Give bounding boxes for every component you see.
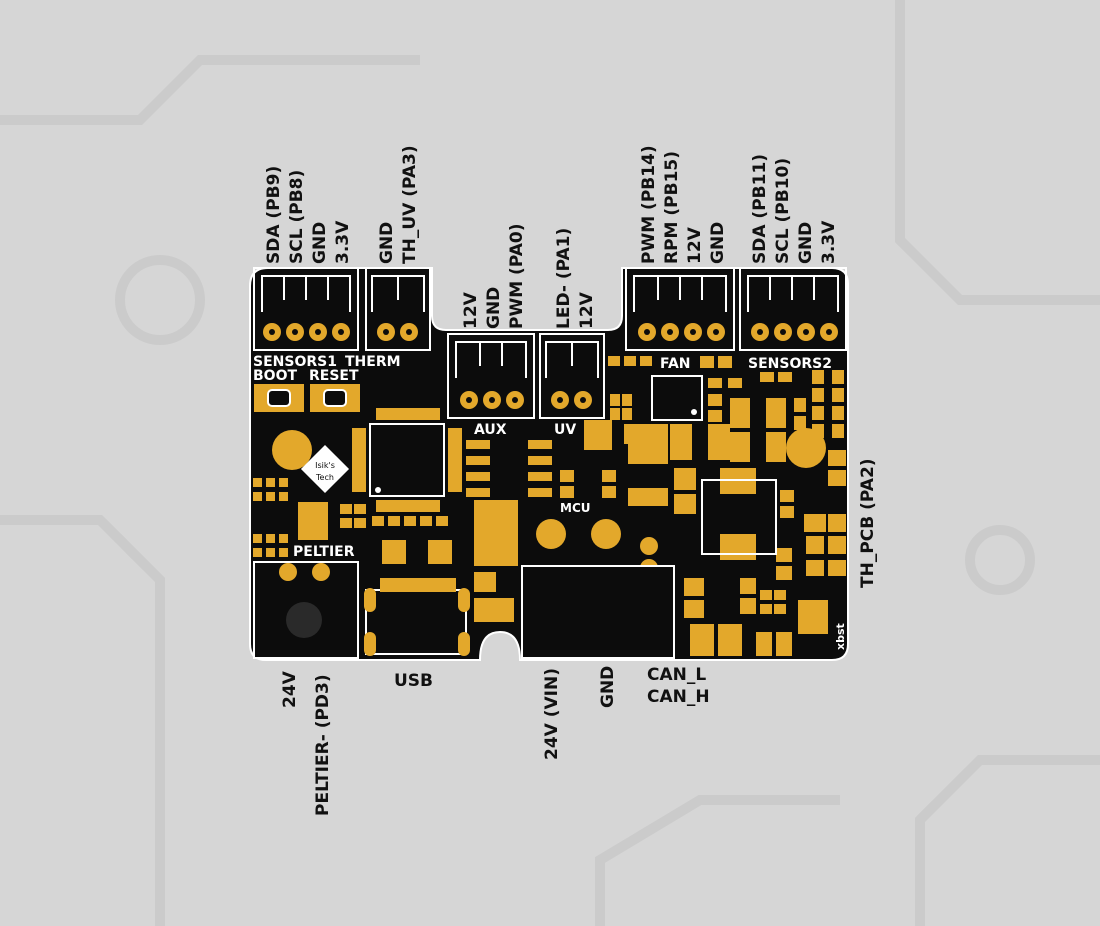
silk-sensors1: SENSORS1 xyxy=(253,354,337,370)
pin-label-sensors2-sda: SDA (PB11) xyxy=(750,154,770,264)
silk-boot: BOOT xyxy=(253,368,297,384)
pin-label-sensors2-3v3: 3.3V xyxy=(819,220,839,264)
label-can-l: CAN_L xyxy=(647,665,706,685)
silk-uv: UV xyxy=(554,422,576,438)
pin-label-sensors2-scl: SCL (PB10) xyxy=(773,158,793,264)
connector-sensors1 xyxy=(253,267,359,351)
label-th-pcb: TH_PCB (PA2) xyxy=(858,458,878,588)
usb-connector xyxy=(364,578,470,656)
pin-label-therm-th-uv: TH_UV (PA3) xyxy=(400,145,420,264)
silk-peltier: PELTIER xyxy=(293,544,355,560)
silk-reset: RESET xyxy=(309,368,359,384)
pin-label-uv-led: LED- (PA1) xyxy=(554,228,574,329)
pin-label-sensors1-gnd: GND xyxy=(310,222,330,264)
peltier-connector xyxy=(253,561,359,659)
pin-label-sensors1-scl: SCL (PB8) xyxy=(287,170,307,264)
reset-button xyxy=(310,384,360,412)
mcu-chip xyxy=(369,423,445,497)
boot-button xyxy=(254,384,304,412)
mcu-pins xyxy=(352,408,462,512)
regulator-module xyxy=(651,375,777,555)
logo-text-line2: Tech xyxy=(315,473,334,482)
label-peltier-24v: 24V xyxy=(280,670,300,708)
pin-label-aux-pwm: PWM (PA0) xyxy=(507,224,527,329)
pin-label-fan-gnd: GND xyxy=(708,222,728,264)
pin-label-sensors2-gnd: GND xyxy=(796,222,816,264)
pin-label-aux-gnd: GND xyxy=(484,287,504,329)
pin-label-fan-rpm: RPM (PB15) xyxy=(662,151,682,264)
connector-uv xyxy=(539,333,605,419)
logo-text-line1: Isik's xyxy=(315,461,335,470)
label-peltier-neg: PELTIER- (PD3) xyxy=(313,674,333,816)
silk-aux: AUX xyxy=(474,422,507,438)
label-24v-vin: 24V (VIN) xyxy=(542,668,562,760)
label-can-h: CAN_H xyxy=(647,687,710,707)
pin-label-sensors1-3v3: 3.3V xyxy=(333,220,353,264)
pin-label-fan-12v: 12V xyxy=(685,226,705,264)
power-connector xyxy=(521,565,675,659)
silk-sensors2: SENSORS2 xyxy=(748,356,832,372)
silk-therm: THERM xyxy=(345,354,401,370)
connector-therm xyxy=(365,267,431,351)
label-usb: USB xyxy=(394,671,433,691)
silk-mcu: MCU xyxy=(560,501,591,515)
logo-badge xyxy=(300,444,350,494)
pin-label-sensors1-sda: SDA (PB9) xyxy=(264,166,284,264)
connector-fan xyxy=(625,267,735,351)
connector-aux xyxy=(447,333,535,419)
label-power-gnd: GND xyxy=(598,666,618,708)
silk-maker: xbst xyxy=(834,623,847,650)
pin-label-fan-pwm: PWM (PB14) xyxy=(639,145,659,264)
silk-fan: FAN xyxy=(660,356,691,372)
smd-components xyxy=(253,356,846,656)
pin-label-therm-gnd: GND xyxy=(377,222,397,264)
pin-label-uv-12v: 12V xyxy=(577,291,597,329)
pin-label-aux-12v: 12V xyxy=(461,291,481,329)
connector-sensors2 xyxy=(739,267,847,351)
